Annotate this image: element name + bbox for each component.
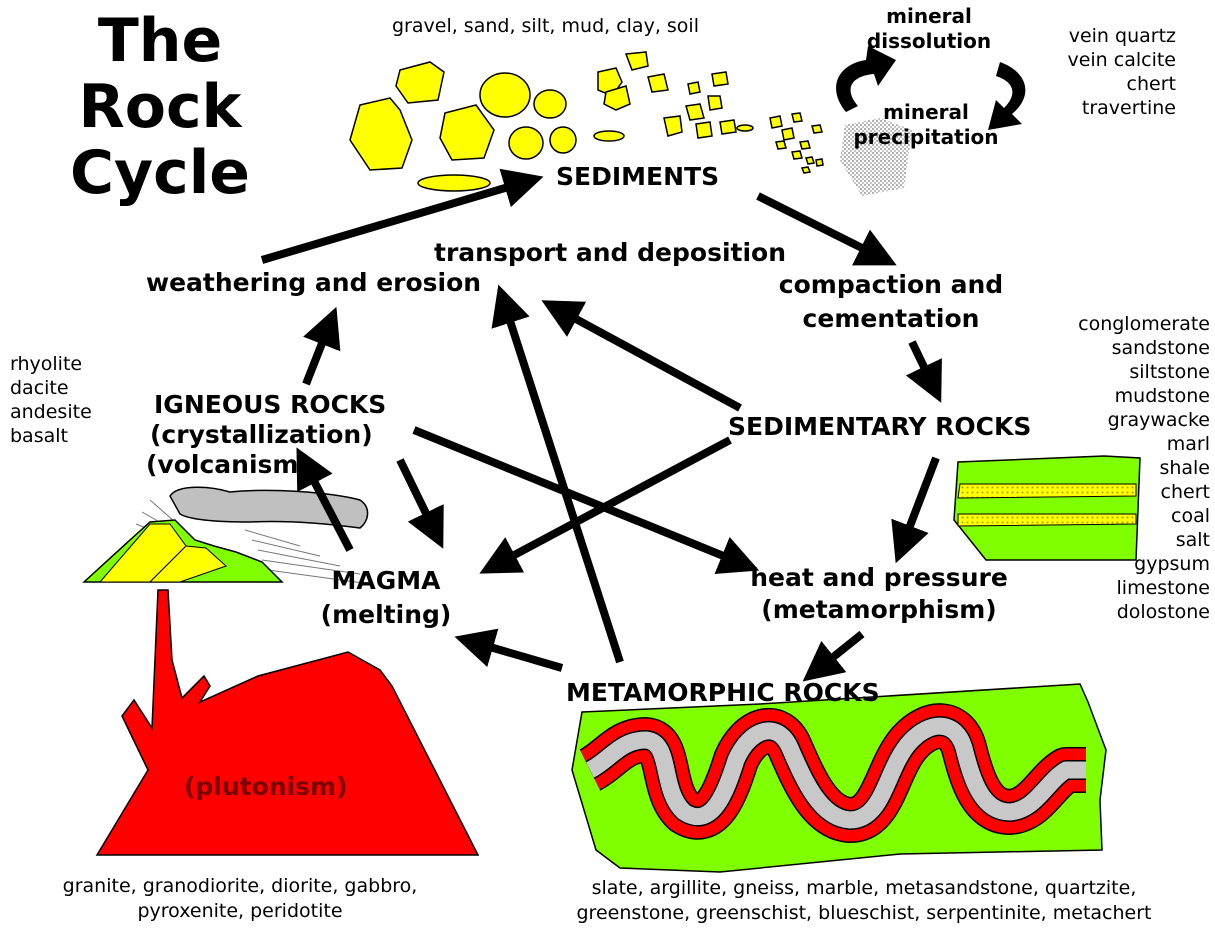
node-sedimentary-rocks: SEDIMENTARY ROCKS [728, 412, 1031, 442]
process-compaction: compaction and cementation [760, 268, 1022, 336]
list-item: chert [1046, 480, 1210, 504]
list-item: basalt [10, 424, 92, 448]
clast [737, 125, 753, 131]
clast [509, 127, 543, 159]
arrow-metamorphic-to-magma [466, 640, 562, 668]
arrow-sedimentary-to-magma [490, 440, 730, 568]
process-weathering: weathering and erosion [146, 268, 481, 298]
arrow-heat-to-metamorphic [812, 634, 862, 674]
clast [664, 116, 682, 136]
list-item: conglomerate [1046, 312, 1210, 336]
clast [802, 167, 810, 173]
sediment-types: gravel, sand, silt, mud, clay, soil [392, 14, 699, 38]
list-item: graywacke [1046, 408, 1210, 432]
metamorphic-block [572, 684, 1106, 872]
clast [712, 72, 728, 86]
list-item: coal [1046, 504, 1210, 528]
list-item: andesite [10, 400, 92, 424]
clast [396, 62, 444, 103]
list-item: rhyolite [10, 352, 92, 376]
clast [688, 82, 700, 94]
clast [720, 120, 736, 134]
clast [806, 157, 814, 164]
clast [792, 113, 802, 122]
clast [550, 127, 576, 153]
list-item: mudstone [1046, 384, 1210, 408]
clast [648, 74, 668, 92]
node-magma: MAGMA (melting) [310, 564, 462, 632]
list-item: dacite [10, 376, 92, 400]
plutonism-label: (plutonism) [184, 772, 348, 802]
list-item: siltstone [1046, 360, 1210, 384]
list-item: vein calcite [1036, 48, 1176, 72]
list-item: shale [1046, 456, 1210, 480]
list-item: vein quartz [1036, 24, 1176, 48]
chemical-sediments-list: vein quartz vein calcite chert travertin… [1036, 24, 1176, 120]
clast [696, 122, 712, 138]
list-item: sandstone [1046, 336, 1210, 360]
process-transport: transport and deposition [434, 238, 786, 268]
list-item: limestone [1046, 576, 1210, 600]
volcanic-rocks-list: rhyolite dacite andesite basalt [10, 352, 92, 448]
list-item: chert [1036, 72, 1176, 96]
clast [776, 141, 786, 149]
sedimentary-rocks-list: conglomerate sandstone siltstone mudston… [1046, 312, 1210, 624]
clast [686, 104, 704, 120]
clast [708, 96, 722, 110]
clast [800, 141, 810, 149]
arrow-igneous-to-weathering [306, 318, 332, 384]
clast [626, 52, 648, 70]
arrow-compaction-to-sedimentary [912, 342, 936, 392]
arrow-igneous-to-magma [400, 460, 438, 538]
clast [534, 90, 566, 118]
clast [594, 131, 624, 141]
clast [440, 105, 494, 160]
metamorphic-rocks-list: slate, argillite, gneiss, marble, metasa… [524, 876, 1204, 926]
clast [792, 151, 802, 159]
clast [350, 98, 412, 170]
arrow-sedimentary-to-heat [900, 458, 936, 552]
list-item: marl [1046, 432, 1210, 456]
list-item: dolostone [1046, 600, 1210, 624]
node-heat-pressure: heat and pressure (metamorphism) [728, 562, 1030, 626]
arrow-sedimentary-to-weathering [552, 306, 740, 408]
plutonic-rocks-list: granite, granodiorite, diorite, gabbro, … [30, 874, 450, 924]
node-sediments: SEDIMENTS [556, 162, 719, 192]
clast [812, 125, 822, 133]
node-metamorphic-rocks: METAMORPHIC ROCKS [566, 678, 880, 708]
list-item: salt [1046, 528, 1210, 552]
arrow-metamorphic-to-transport [502, 296, 620, 662]
clast [770, 116, 782, 128]
clast [782, 128, 794, 140]
clast [816, 159, 823, 166]
list-item: travertine [1036, 96, 1176, 120]
list-item: gypsum [1046, 552, 1210, 576]
clast [418, 175, 490, 191]
mineral-dissolution-label: mineral dissolution [866, 4, 992, 54]
mineral-precipitation-label: mineral precipitation [846, 100, 1006, 150]
page-title: The Rock Cycle [70, 8, 250, 206]
clast [480, 73, 530, 117]
node-igneous-rocks: IGNEOUS ROCKS (crystallization) (volcani… [150, 390, 386, 480]
